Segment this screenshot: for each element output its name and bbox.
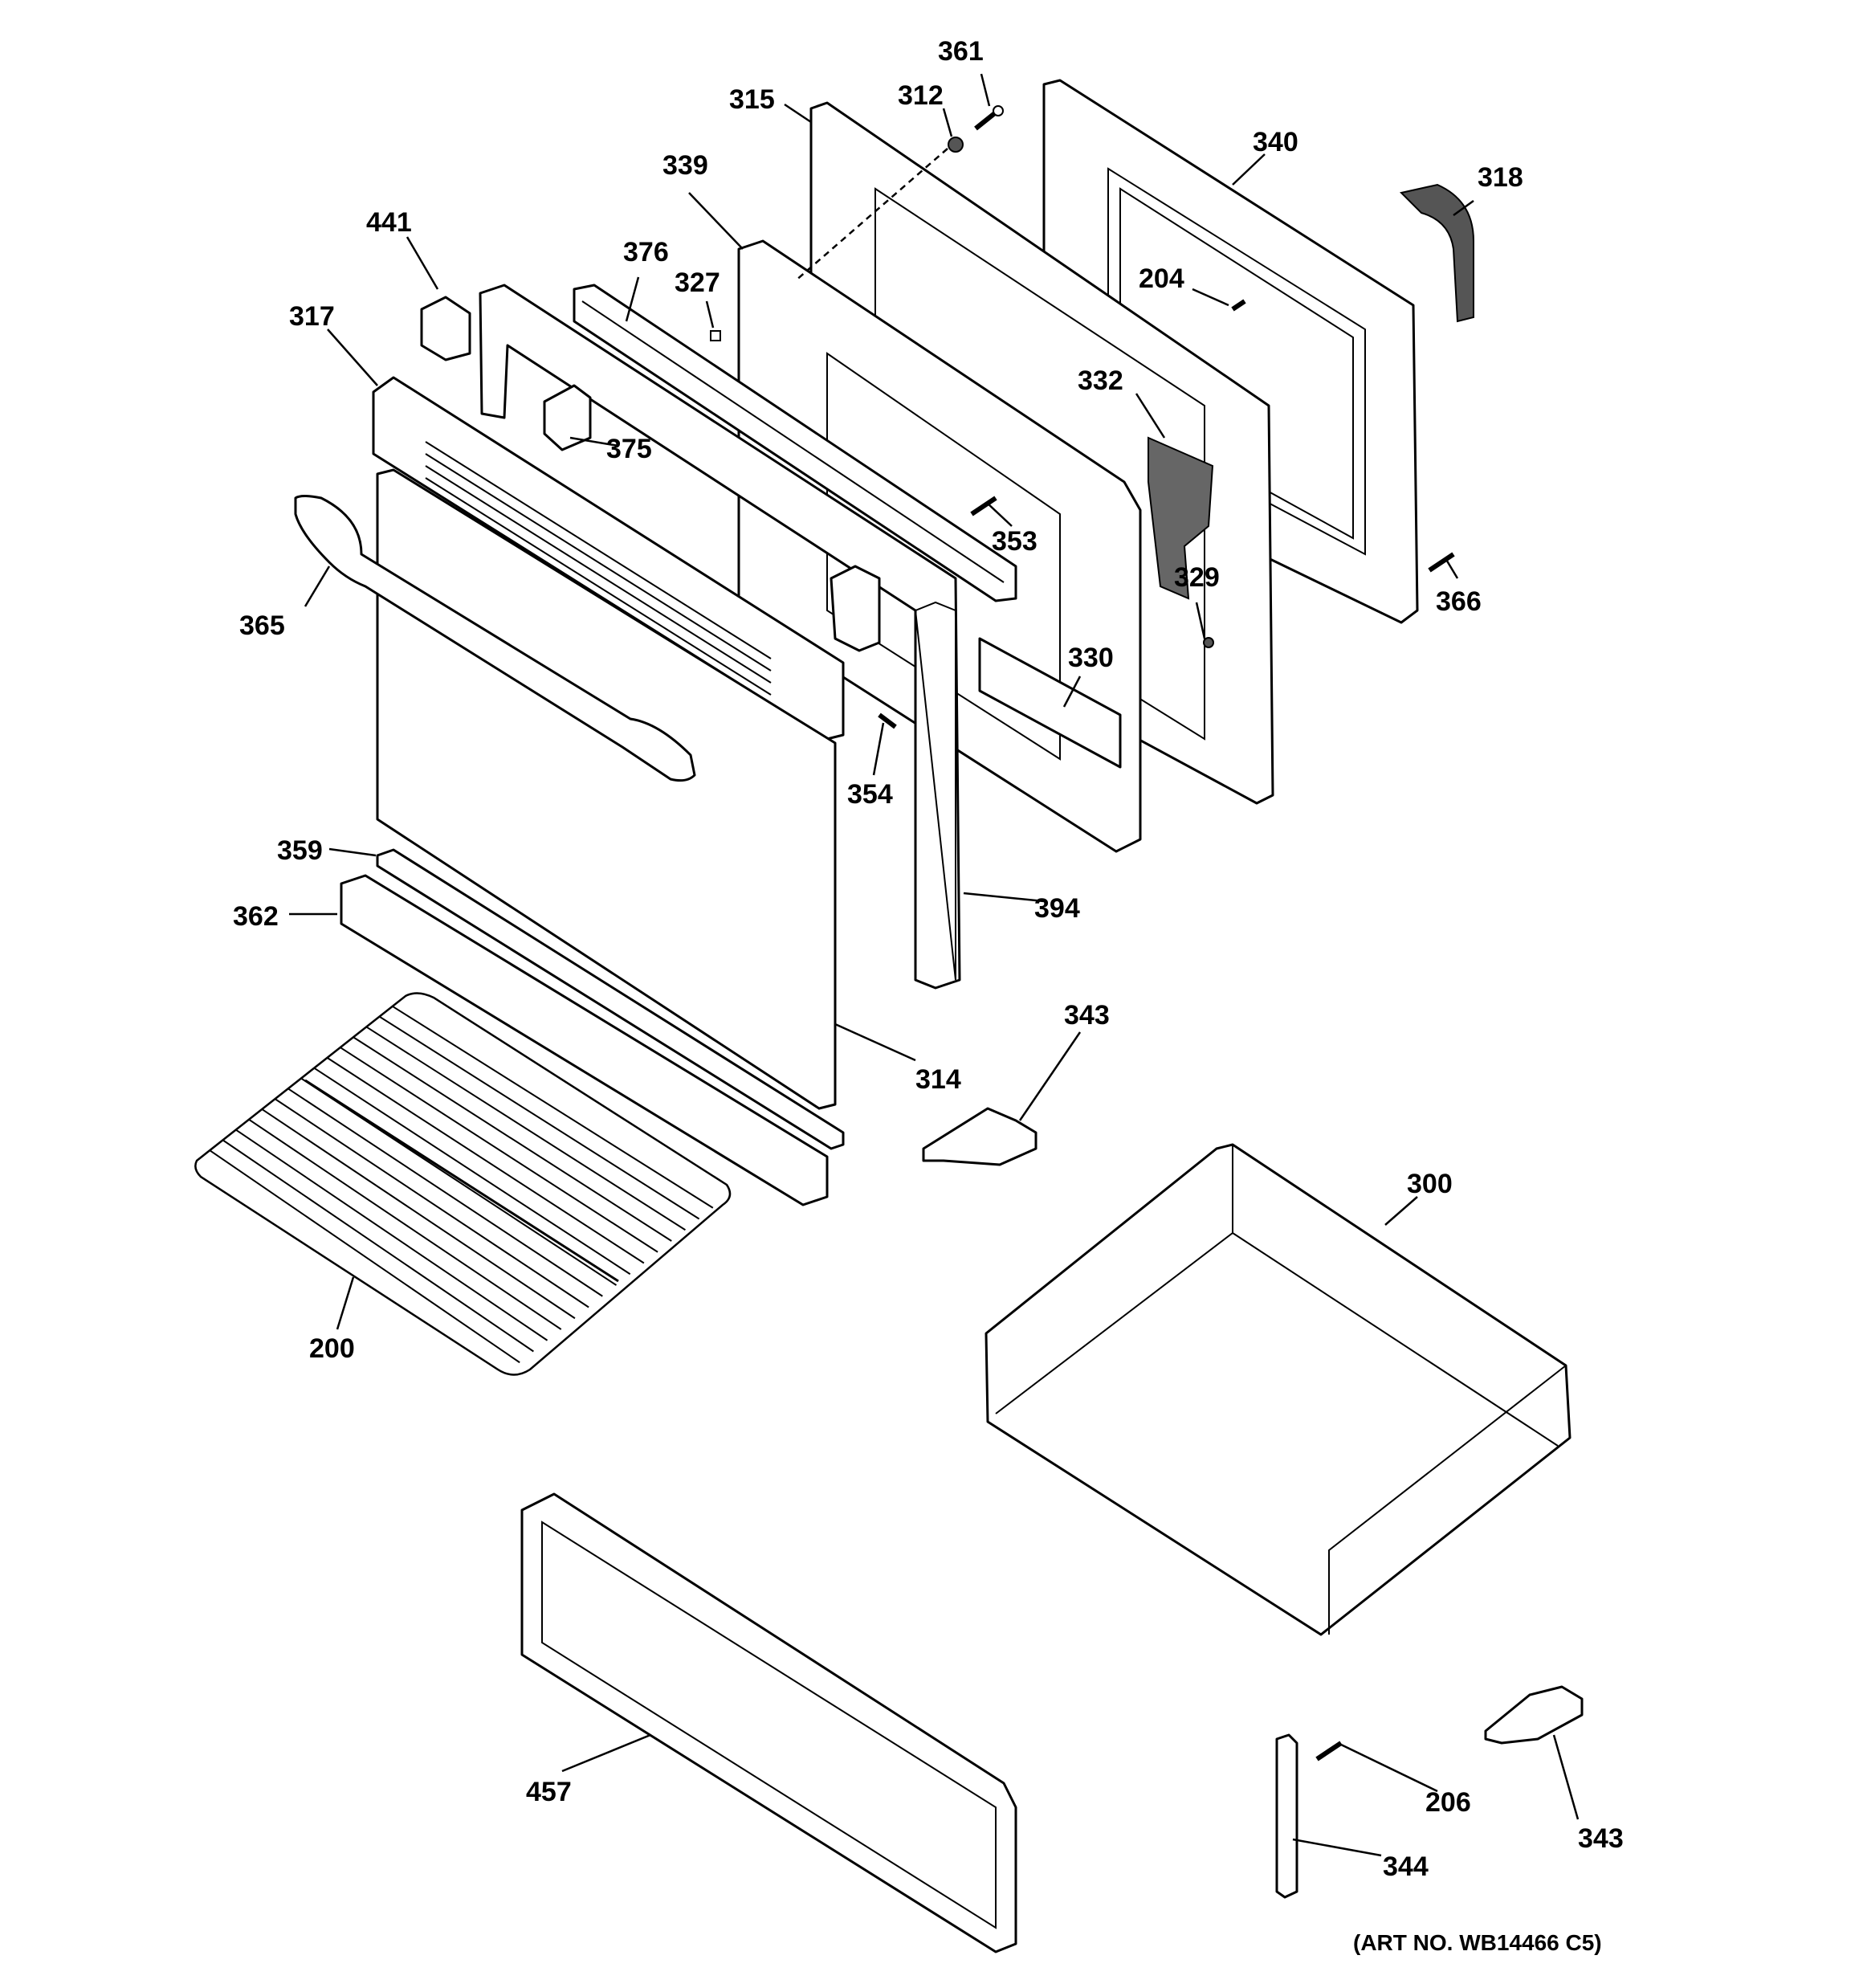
part-318-gasket <box>1400 183 1474 323</box>
label-206: 206 <box>1425 1787 1471 1818</box>
part-hinge-bracket-lower <box>830 565 881 652</box>
nut-312-icon <box>948 137 964 153</box>
label-457: 457 <box>526 1777 572 1807</box>
part-441-hinge-bracket <box>420 296 471 361</box>
rack-wire <box>261 1108 576 1320</box>
label-362: 362 <box>233 901 279 932</box>
rack-wire <box>365 1026 686 1231</box>
art-number: (ART NO. WB14466 C5) <box>1353 1930 1602 1955</box>
part-457-drawer-front <box>520 1492 1017 1953</box>
label-339: 339 <box>662 150 708 181</box>
label-317: 317 <box>289 301 335 332</box>
rack-wire <box>235 1129 548 1341</box>
rack-wire <box>313 1067 631 1276</box>
label-354: 354 <box>847 779 893 810</box>
part-314-outer-door <box>376 468 837 1110</box>
rack-wire <box>392 1005 714 1209</box>
label-329: 329 <box>1174 562 1220 593</box>
label-361: 361 <box>938 36 984 67</box>
screw-361-icon <box>974 105 1004 131</box>
label-318: 318 <box>1478 162 1523 193</box>
rack-wire <box>274 1098 589 1308</box>
rack-wire <box>287 1088 603 1297</box>
rack-wire <box>222 1139 534 1353</box>
label-353: 353 <box>992 526 1037 557</box>
label-359: 359 <box>277 835 323 866</box>
label-200: 200 <box>309 1333 355 1364</box>
vent-slots <box>425 441 772 696</box>
label-314: 314 <box>915 1064 961 1095</box>
rack-wire <box>340 1047 658 1253</box>
part-200-oven-rack <box>194 992 732 1376</box>
label-330: 330 <box>1068 643 1114 673</box>
label-312: 312 <box>898 80 944 111</box>
label-204: 204 <box>1139 263 1184 294</box>
label-300: 300 <box>1407 1169 1453 1199</box>
part-375-hinge-bracket <box>543 384 592 451</box>
label-332: 332 <box>1078 365 1123 396</box>
label-343-lower: 343 <box>1578 1823 1624 1854</box>
part-362-bottom-trim <box>340 874 829 1206</box>
label-375: 375 <box>606 434 652 464</box>
part-343-glide-upper <box>922 1107 1037 1166</box>
label-376: 376 <box>623 237 669 267</box>
label-366: 366 <box>1436 586 1482 617</box>
rack-cross-bar <box>304 1079 619 1283</box>
part-365-door-handle <box>294 495 696 782</box>
fasteners <box>710 105 1455 1761</box>
part-359-trim-strip <box>376 848 845 1150</box>
screw-329-icon <box>1203 637 1214 648</box>
part-labels: 361 312 315 340 318 339 441 376 327 204 … <box>233 36 1624 1955</box>
screw-366-icon <box>1428 552 1455 573</box>
part-394-side-frame <box>479 284 961 990</box>
clip-327-icon <box>710 330 721 341</box>
label-315: 315 <box>729 84 775 115</box>
label-344: 344 <box>1383 1851 1429 1882</box>
label-340: 340 <box>1253 127 1298 157</box>
rack-wire <box>326 1057 645 1264</box>
part-332-insulation <box>1148 436 1214 600</box>
label-365: 365 <box>239 610 285 641</box>
part-317-vent-panel <box>372 376 845 741</box>
label-441: 441 <box>366 207 412 238</box>
label-394: 394 <box>1034 893 1080 924</box>
part-343-glide-lower <box>1484 1685 1584 1745</box>
part-344-slide-bracket <box>1275 1733 1298 1899</box>
part-376-trim-rail <box>573 284 1017 602</box>
rack-wire <box>209 1149 520 1364</box>
screw-353-icon <box>970 496 997 516</box>
part-300-drawer-body <box>984 1143 1572 1636</box>
label-327: 327 <box>675 267 720 298</box>
screw-204-icon <box>1231 299 1246 312</box>
rack-wire <box>353 1036 672 1242</box>
rack-wire-bars <box>209 1005 714 1364</box>
rack-wire <box>248 1118 562 1330</box>
screw-354-icon <box>878 712 897 729</box>
screw-206-icon <box>1315 1741 1343 1761</box>
label-343-upper: 343 <box>1064 1000 1110 1031</box>
leader-lines <box>289 73 1580 1857</box>
rack-wire <box>378 1015 700 1220</box>
